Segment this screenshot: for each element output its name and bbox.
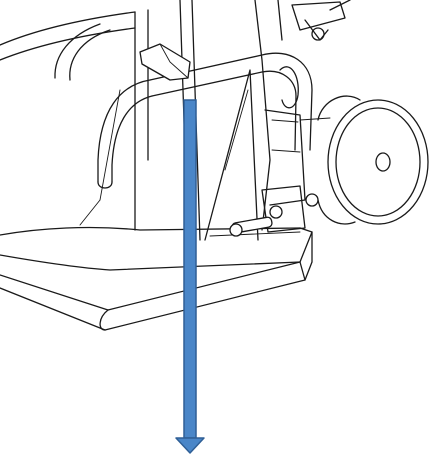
back-frame: [0, 9, 149, 231]
step-plate: [0, 226, 313, 331]
down-arrow-icon: [175, 99, 205, 454]
bracket: [204, 69, 259, 241]
wheel: [299, 95, 429, 225]
hinge-bolt: [229, 185, 319, 237]
handle-tube: [97, 52, 313, 189]
handle-grip: [139, 43, 191, 81]
upper-mechanism: [254, 0, 351, 231]
